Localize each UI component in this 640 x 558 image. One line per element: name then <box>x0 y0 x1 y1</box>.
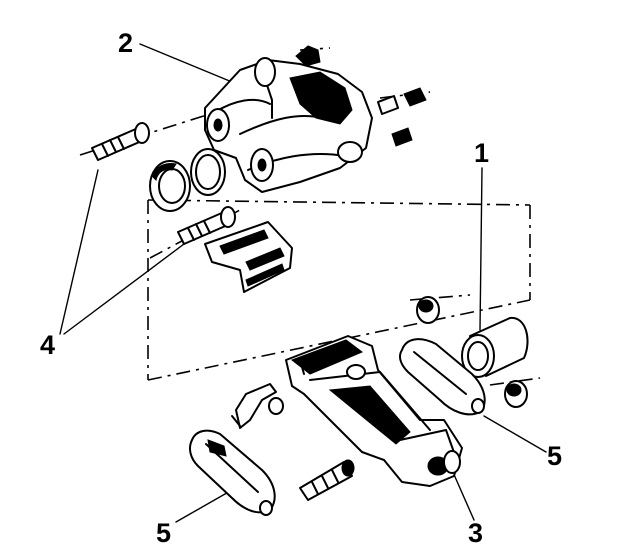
piston-face <box>461 334 495 378</box>
pad-outboard-tab <box>471 398 485 414</box>
caliper-lower-boss <box>337 141 363 163</box>
brake-pad-inboard <box>189 429 276 516</box>
bracket-edge-1 <box>309 371 431 431</box>
bolt-upper-head <box>134 122 150 144</box>
boot-inner <box>158 168 186 204</box>
bolt-upper-threads <box>101 136 125 157</box>
caliper-housing <box>204 57 373 193</box>
bracket-lower-hole <box>443 450 461 474</box>
clip-slot-1 <box>219 229 269 255</box>
abutment-clip-end <box>268 397 284 415</box>
guide-pin-shank <box>299 461 353 501</box>
bleeder-valve <box>377 87 427 147</box>
bolt-lower-threads <box>187 220 211 241</box>
callout-5-right-label: 5 <box>547 441 562 471</box>
caliper-body <box>204 59 373 193</box>
guide-pin-threads <box>311 469 339 495</box>
seal-inner <box>195 154 221 190</box>
piston-boot <box>149 160 191 212</box>
callout-2-label: 2 <box>118 28 133 58</box>
bolt-lower-head <box>220 206 236 228</box>
bracket-slot <box>328 385 411 445</box>
bleeder-lower <box>391 127 413 147</box>
pad-inboard-wear-sensor <box>207 439 227 457</box>
piston-seal <box>190 148 226 196</box>
anti-rattle-clip <box>204 221 293 293</box>
bushing-upper-top <box>418 299 434 313</box>
bracket-rail-teeth <box>299 343 345 375</box>
caliper-piston <box>461 316 529 378</box>
abutment-clip <box>231 383 284 429</box>
caliper-casting-detail <box>299 81 337 111</box>
leader-4a <box>59 169 99 335</box>
bushing-axis-upper <box>409 294 471 301</box>
clip-slot-3 <box>245 263 285 287</box>
pad-outboard-line <box>413 351 467 395</box>
leader-5-right <box>483 415 547 453</box>
pad-inboard-plate <box>189 429 276 514</box>
leader-3 <box>451 469 475 521</box>
caliper-bolt-upper <box>91 122 150 161</box>
guide-pin-head <box>341 459 355 477</box>
callout-1-label: 1 <box>474 138 489 168</box>
bushing-lower <box>504 380 528 408</box>
caliper-ear-left-hole <box>213 118 223 132</box>
leader-5-left <box>175 489 233 523</box>
bleeder-screw <box>403 87 427 107</box>
bleeder-cap <box>377 95 399 115</box>
leader-2 <box>139 43 233 83</box>
bushing-lower-top <box>506 383 522 397</box>
caliper-bolt-lower <box>177 206 236 245</box>
bracket-top-rail <box>290 339 363 375</box>
guide-pin <box>299 459 355 501</box>
top-fitting-body <box>295 45 321 67</box>
callout-4-label: 4 <box>40 330 55 360</box>
caliper-ear-top <box>254 57 276 87</box>
callout-5-left-label: 5 <box>156 518 171 548</box>
caliper-casting-shadow <box>289 71 353 125</box>
brake-pad-outboard <box>399 338 486 416</box>
piston-face-inner <box>467 341 489 371</box>
leader-lines <box>59 43 547 523</box>
top-fitting <box>295 45 321 67</box>
bracket-edge-2 <box>399 429 457 459</box>
caliper-ear-bottom-hole <box>257 158 267 172</box>
callout-3-label: 3 <box>468 518 483 548</box>
abutment-clip-hook <box>231 415 241 427</box>
bushing-upper <box>416 296 440 324</box>
abutment-clip-body <box>235 383 277 429</box>
bushing-axis-lower <box>489 377 541 386</box>
clip-slot-2 <box>245 247 285 271</box>
leader-1 <box>479 167 483 331</box>
bracket-hole-upper <box>346 364 366 380</box>
boot-ridge <box>151 163 177 181</box>
pad-inboard-tab <box>259 500 273 516</box>
leader-4b <box>63 231 201 335</box>
frame-top-line <box>147 199 531 206</box>
caliper-mounting-bracket <box>285 335 463 487</box>
